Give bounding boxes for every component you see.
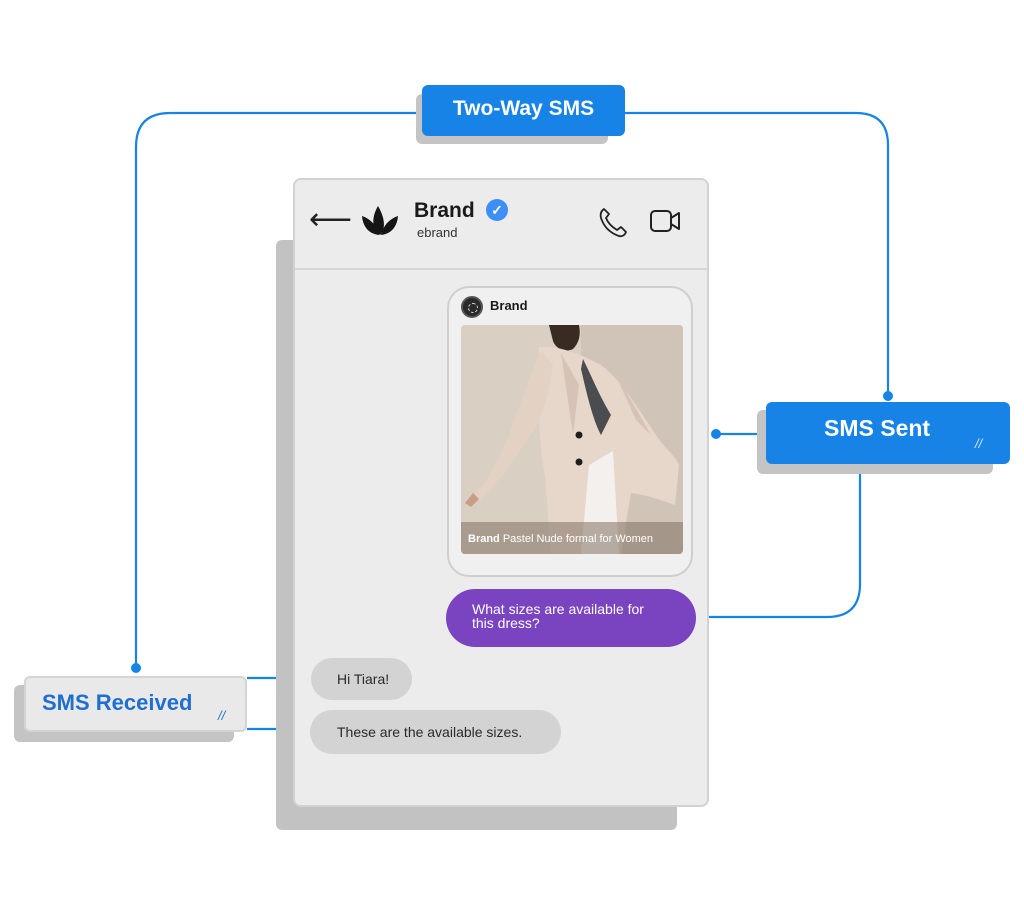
double-check-icon: // <box>218 708 226 723</box>
connector-two-way-left <box>134 111 422 668</box>
outgoing-message-line1: What sizes are available for <box>472 601 644 617</box>
caption-bar <box>461 522 683 554</box>
connector-two-way-right <box>625 111 890 396</box>
sms-received-text: SMS Received <box>42 690 193 715</box>
connector-dot <box>711 429 721 439</box>
incoming-message-bubble: These are the available sizes. <box>310 710 561 754</box>
incoming-message-bubble: Hi Tiara! <box>311 658 412 700</box>
leaf-logo-icon <box>362 206 398 235</box>
brand-avatar-icon <box>461 296 483 318</box>
sms-received-label: SMS Received // <box>24 676 247 732</box>
outgoing-message-bubble: What sizes are available for this dress? <box>446 589 696 647</box>
verified-check-icon: ✓ <box>486 199 508 221</box>
connector-sent-bubble <box>700 464 862 619</box>
sms-sent-label: SMS Sent // <box>766 402 1010 464</box>
sms-sent-text: SMS Sent <box>824 415 931 441</box>
video-camera-icon[interactable] <box>649 208 681 234</box>
product-card[interactable]: Brand <box>447 286 693 577</box>
chat-header: ⟵ Brand ✓ ebrand <box>295 180 707 270</box>
arrow-left-icon[interactable]: ⟵ <box>309 202 353 237</box>
product-caption: Brand Pastel Nude formal for Women <box>468 533 654 545</box>
connector-dot <box>131 663 141 673</box>
diagram-title: Two-Way SMS <box>422 85 625 136</box>
outgoing-message-line2: this dress? <box>472 615 540 631</box>
chat-brand-name: Brand <box>414 199 475 222</box>
double-check-icon: // <box>975 436 983 451</box>
phone-icon[interactable] <box>596 205 630 239</box>
product-photo: Brand Pastel Nude formal for Women <box>461 325 683 554</box>
chat-handle: ebrand <box>417 225 458 240</box>
card-sender: Brand <box>490 298 528 313</box>
phone-mockup: ⟵ Brand ✓ ebrand Brand <box>293 178 709 807</box>
connector-dot <box>883 391 893 401</box>
